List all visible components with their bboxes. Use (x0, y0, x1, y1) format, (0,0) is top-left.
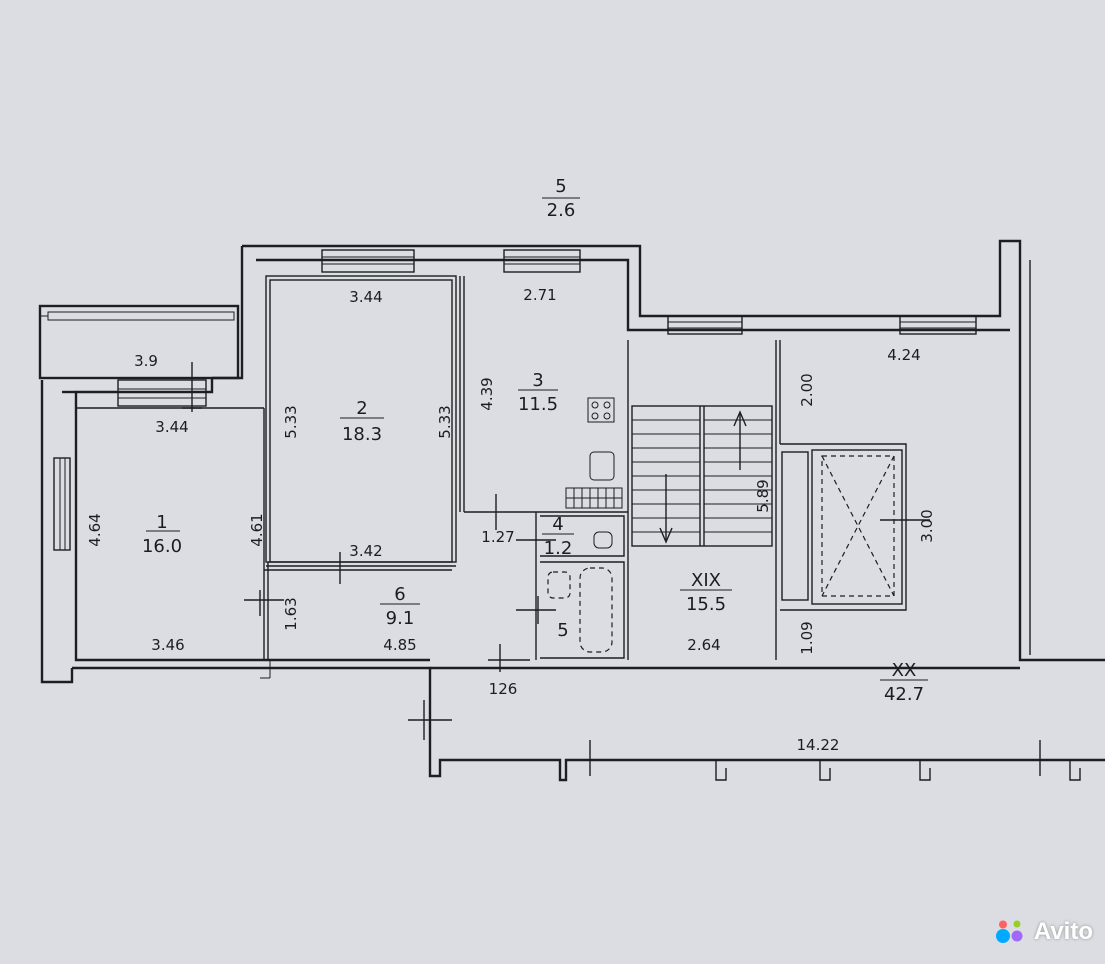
room-2-area: 18.3 (342, 424, 382, 445)
room-XIX-area: 15.5 (686, 594, 726, 615)
dim-room2-left: 5.33 (282, 405, 300, 438)
dimension-ticks (182, 362, 1041, 776)
dim-room3-top: 2.71 (523, 286, 556, 304)
dim-room2-bottom: 3.42 (349, 542, 382, 560)
windows (53, 249, 977, 551)
dim-room2-top: 3.44 (349, 288, 382, 306)
room-5-name: 5 (555, 176, 566, 197)
dim-bath-width: 1.27 (481, 528, 514, 546)
dimension-labels: 3.9 3.44 4.64 4.61 3.46 3.44 5.33 5.33 3… (86, 286, 936, 754)
dim-xx-top: 4.24 (887, 346, 920, 364)
room-3-area: 11.5 (518, 394, 558, 415)
dim-stair-height: 5.89 (754, 479, 772, 512)
dim-corridor-width: 126 (489, 680, 518, 698)
avito-dot (995, 929, 1010, 943)
dim-room1-top: 3.44 (155, 418, 188, 436)
kitchen-fixtures (547, 397, 623, 653)
room-XIX-name: XIX (691, 570, 721, 591)
staircase (631, 405, 773, 547)
room-6-name: 6 (394, 584, 405, 605)
dim-stair-bottom: 2.64 (687, 636, 720, 654)
avito-dot (1011, 930, 1023, 942)
dim-balcony-width: 3.9 (134, 352, 158, 370)
avito-watermark: Avito (994, 918, 1093, 946)
dim-room3-left: 4.39 (478, 377, 496, 410)
room-1-name: 1 (156, 512, 167, 533)
balcony (38, 304, 240, 380)
interior-walls (76, 275, 907, 660)
dim-room2-right: 5.33 (436, 405, 454, 438)
room-4-name: 4 (552, 514, 563, 535)
avito-dot (998, 920, 1007, 929)
room-XX-area: 42.7 (884, 684, 924, 705)
dim-room1-side: 4.64 (86, 513, 104, 546)
room-4-area: 1.2 (544, 538, 573, 559)
room-3-name: 3 (532, 370, 543, 391)
dim-room1-bottom: 3.46 (151, 636, 184, 654)
room-labels: 5 2.6 1 16.0 2 18.3 3 11.5 4 1.2 5 6 9.1… (142, 176, 928, 705)
dim-xx-side: 2.00 (798, 373, 816, 406)
room-6-area: 9.1 (386, 608, 415, 629)
dim-lift-height: 3.00 (918, 509, 936, 542)
dim-room1-right: 4.61 (248, 513, 266, 546)
dim-hall-left: 1.63 (282, 597, 300, 630)
dim-xx-small: 1.09 (798, 621, 816, 654)
dim-hall-bottom: 4.85 (383, 636, 416, 654)
room-5b-name: 5 (557, 620, 568, 641)
room-1-area: 16.0 (142, 536, 182, 557)
avito-dot (1013, 920, 1021, 928)
room-2-name: 2 (356, 398, 367, 419)
apartment-walls (40, 239, 1105, 782)
avito-logo-text: Avito (1033, 918, 1093, 945)
room-XX-name: XX (892, 660, 917, 681)
dim-total-width: 14.22 (797, 736, 840, 754)
avito-logo-icon (995, 920, 1023, 943)
room-5-area: 2.6 (547, 200, 576, 221)
